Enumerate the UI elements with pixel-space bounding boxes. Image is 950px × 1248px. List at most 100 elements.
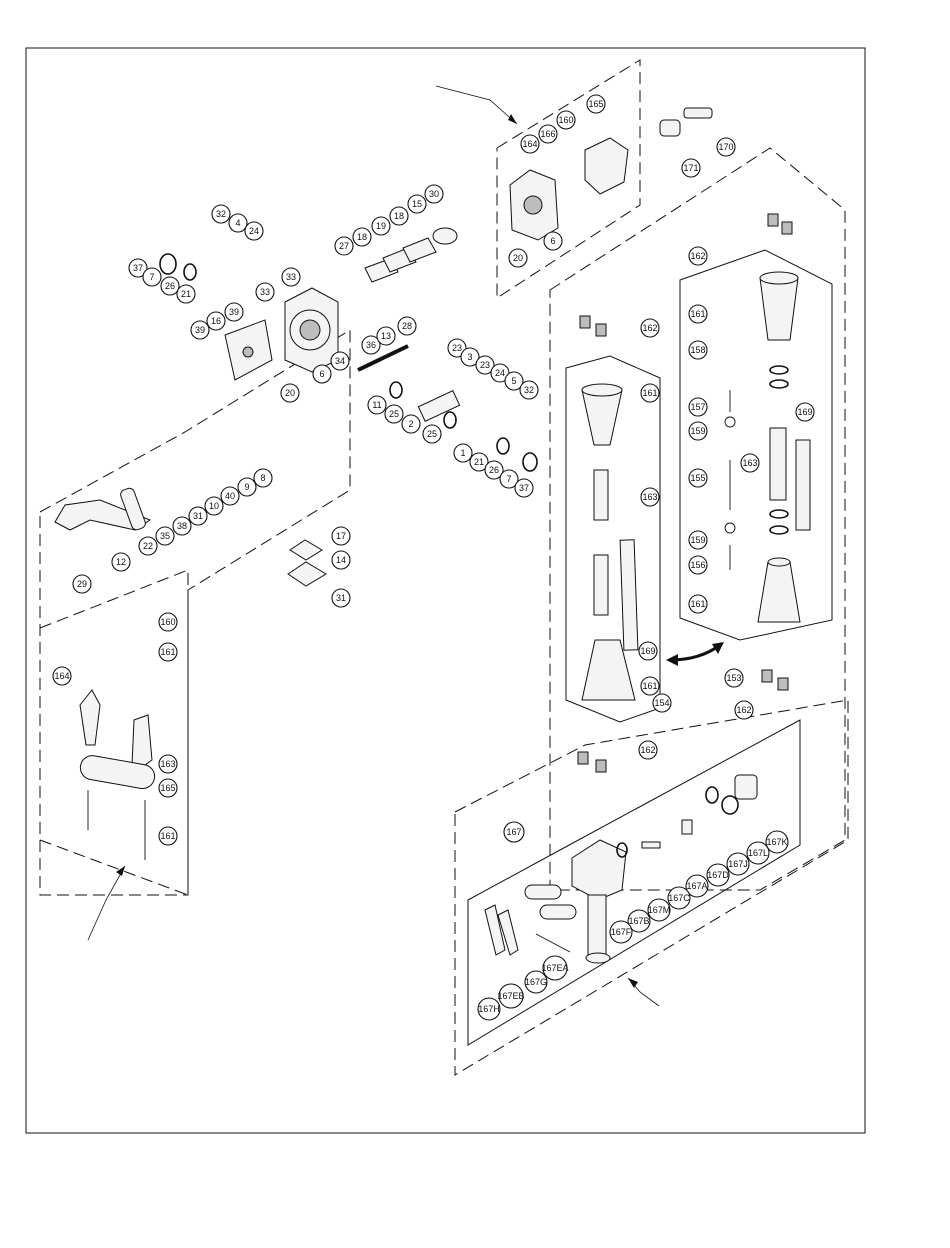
callout-18: 18 bbox=[389, 206, 409, 226]
callout-20: 20 bbox=[508, 248, 528, 268]
callout-label: 163 bbox=[642, 492, 657, 502]
callout-164: 164 bbox=[520, 134, 540, 154]
callout-label: 39 bbox=[195, 325, 205, 335]
callout-label: 167M bbox=[648, 905, 671, 915]
callout-153: 153 bbox=[724, 668, 744, 688]
callout-167: 167 bbox=[503, 821, 525, 843]
gasket-17 bbox=[289, 539, 323, 561]
callout-label: 39 bbox=[229, 307, 239, 317]
callout-29: 29 bbox=[72, 574, 92, 594]
callout-label: 159 bbox=[690, 426, 705, 436]
callout-157: 157 bbox=[688, 397, 708, 417]
callout-label: 7 bbox=[506, 474, 511, 484]
callout-label: 161 bbox=[690, 599, 705, 609]
callout-label: 33 bbox=[260, 287, 270, 297]
callout-label: 167EB bbox=[497, 991, 524, 1001]
callout-165: 165 bbox=[586, 94, 606, 114]
grip-sleeve bbox=[120, 487, 146, 531]
callout-159: 159 bbox=[688, 421, 708, 441]
callout-label: 167 bbox=[506, 827, 521, 837]
hose-group-outline bbox=[39, 569, 189, 896]
callout-label: 160 bbox=[160, 617, 175, 627]
callout-label: 163 bbox=[742, 458, 757, 468]
callout-161: 161 bbox=[688, 594, 708, 614]
callout-8: 8 bbox=[253, 468, 273, 488]
callout-label: 162 bbox=[736, 705, 751, 715]
callout-28: 28 bbox=[397, 316, 417, 336]
callout-label: 3 bbox=[467, 352, 472, 362]
callout-label: 4 bbox=[235, 218, 240, 228]
callout-label: 21 bbox=[474, 457, 484, 467]
callout-17: 17 bbox=[331, 526, 351, 546]
callout-label: 23 bbox=[452, 343, 462, 353]
callout-37: 37 bbox=[514, 478, 534, 498]
callout-167K: 167K bbox=[765, 830, 789, 854]
callout-36: 36 bbox=[361, 335, 381, 355]
callout-162: 162 bbox=[688, 246, 708, 266]
callout-label: 18 bbox=[394, 211, 404, 221]
callout-label: 170 bbox=[718, 142, 733, 152]
callout-label: 19 bbox=[376, 221, 386, 231]
callout-19: 19 bbox=[371, 216, 391, 236]
callout-35: 35 bbox=[155, 526, 175, 546]
callout-32: 32 bbox=[519, 380, 539, 400]
callout-label: 6 bbox=[319, 369, 324, 379]
callout-label: 159 bbox=[690, 535, 705, 545]
callout-label: 162 bbox=[640, 745, 655, 755]
callout-169: 169 bbox=[638, 641, 658, 661]
callout-label: 167J bbox=[728, 859, 748, 869]
callout-24: 24 bbox=[490, 363, 510, 383]
callout-154: 154 bbox=[652, 693, 672, 713]
callout-label: 36 bbox=[366, 340, 376, 350]
callout-39: 39 bbox=[224, 302, 244, 322]
callout-label: 22 bbox=[143, 541, 153, 551]
callout-25: 25 bbox=[384, 404, 404, 424]
callout-2: 2 bbox=[401, 414, 421, 434]
callout-label: 164 bbox=[522, 139, 537, 149]
callout-label: 167H bbox=[478, 1004, 500, 1014]
page-frame bbox=[25, 47, 866, 1134]
callout-167J: 167J bbox=[726, 852, 750, 876]
callout-13: 13 bbox=[376, 326, 396, 346]
callout-label: 158 bbox=[690, 345, 705, 355]
callout-label: 164 bbox=[54, 671, 69, 681]
callout-label: 167A bbox=[686, 881, 707, 891]
callout-label: 37 bbox=[519, 483, 529, 493]
callout-label: 161 bbox=[690, 309, 705, 319]
main-assembly-group-outline bbox=[39, 329, 351, 896]
hose-assembly-box-153 bbox=[679, 249, 833, 641]
end-plate bbox=[224, 319, 273, 381]
callout-25: 25 bbox=[422, 424, 442, 444]
callout-170: 170 bbox=[716, 137, 736, 157]
callout-label: 26 bbox=[489, 465, 499, 475]
hose-154-parts bbox=[581, 383, 639, 701]
callout-label: 167K bbox=[766, 837, 787, 847]
callout-163: 163 bbox=[740, 453, 760, 473]
callout-label: 1 bbox=[460, 448, 465, 458]
callout-label: 17 bbox=[336, 531, 346, 541]
callout-39: 39 bbox=[190, 320, 210, 340]
callout-6: 6 bbox=[312, 364, 332, 384]
callout-label: 165 bbox=[588, 99, 603, 109]
callout-label: 14 bbox=[336, 555, 346, 565]
callout-167L: 167L bbox=[746, 841, 770, 865]
callout-1: 1 bbox=[453, 443, 473, 463]
callout-label: 26 bbox=[165, 281, 175, 291]
callout-label: 166 bbox=[540, 129, 555, 139]
callout-10: 10 bbox=[204, 496, 224, 516]
callout-label: 161 bbox=[160, 647, 175, 657]
callout-16: 16 bbox=[206, 311, 226, 331]
callout-label: 31 bbox=[336, 593, 346, 603]
callout-161: 161 bbox=[640, 383, 660, 403]
callout-161: 161 bbox=[158, 642, 178, 662]
callout-26: 26 bbox=[160, 276, 180, 296]
arrow-head-top bbox=[508, 114, 517, 124]
callout-label: 18 bbox=[357, 232, 367, 242]
callout-label: 167F bbox=[611, 927, 632, 937]
callout-23: 23 bbox=[447, 338, 467, 358]
callout-label: 167C bbox=[668, 893, 690, 903]
callout-7: 7 bbox=[499, 469, 519, 489]
callout-11: 11 bbox=[367, 395, 387, 415]
callout-label: 161 bbox=[642, 681, 657, 691]
callout-167D: 167D bbox=[706, 863, 730, 887]
